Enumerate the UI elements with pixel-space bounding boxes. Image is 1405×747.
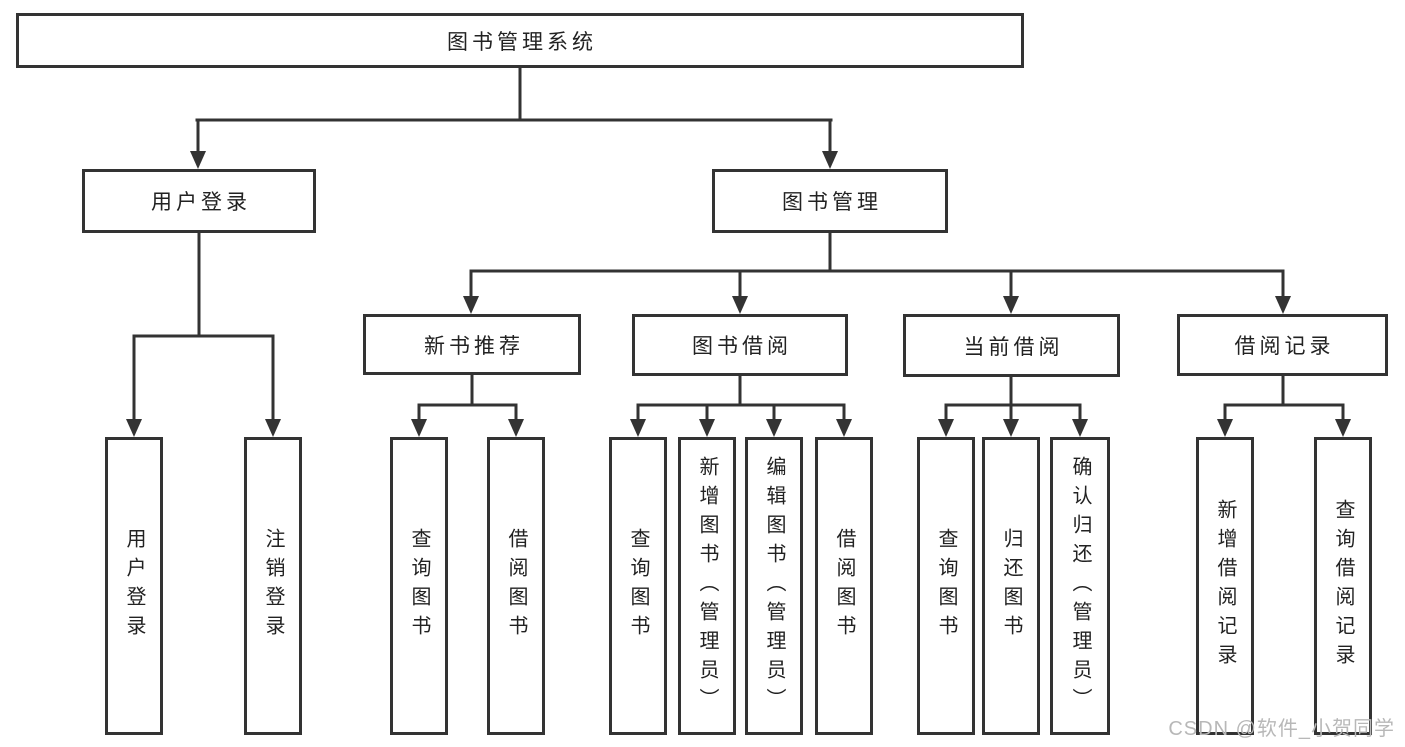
node-label: 新增图书（管理员）	[696, 455, 718, 717]
node-root-system: 图书管理系统	[16, 13, 1024, 68]
node-user-login: 用户登录	[82, 169, 316, 233]
leaf-add-books-admin: 新增图书（管理员）	[678, 437, 736, 735]
leaf-query-borrow-record: 查询借阅记录	[1314, 437, 1372, 735]
leaf-edit-books-admin: 编辑图书（管理员）	[745, 437, 803, 735]
node-book-management: 图书管理	[712, 169, 948, 233]
node-label: 图书借阅	[692, 335, 792, 358]
csdn-watermark: CSDN @软件_小贺同学	[1168, 718, 1395, 740]
node-label: 用户登录	[151, 191, 251, 214]
node-label: 归还图书	[1000, 528, 1022, 644]
arrowheads	[126, 151, 1351, 437]
node-label: 图书管理	[782, 191, 882, 214]
node-label: 借阅图书	[505, 528, 527, 644]
node-label: 查询图书	[627, 528, 649, 644]
node-label: 用户登录	[123, 528, 145, 644]
node-label: 借阅记录	[1234, 335, 1335, 358]
node-book-borrowing: 图书借阅	[632, 314, 848, 376]
node-borrow-records: 借阅记录	[1177, 314, 1388, 376]
node-label: 注销登录	[262, 528, 284, 644]
leaf-borrow-books-borrowing: 借阅图书	[815, 437, 873, 735]
leaf-query-books-newbooks: 查询图书	[390, 437, 448, 735]
leaf-confirm-return-admin: 确认归还（管理员）	[1050, 437, 1110, 735]
leaf-logout: 注销登录	[244, 437, 302, 735]
leaf-return-books: 归还图书	[982, 437, 1040, 735]
node-label: 新书推荐	[424, 334, 524, 358]
node-label: 查询图书	[935, 528, 957, 644]
leaf-user-login: 用户登录	[105, 437, 163, 735]
tree-edges	[132, 66, 1345, 424]
node-label: 查询借阅记录	[1332, 499, 1354, 673]
node-label: 确认归还（管理员）	[1069, 455, 1091, 717]
node-label: 新增借阅记录	[1214, 499, 1236, 673]
node-label: 当前借阅	[963, 335, 1064, 359]
leaf-query-books-current: 查询图书	[917, 437, 975, 735]
node-current-borrowing: 当前借阅	[903, 314, 1120, 377]
node-label: 查询图书	[408, 528, 430, 644]
node-new-book-recommend: 新书推荐	[363, 314, 581, 375]
node-label: 借阅图书	[833, 528, 855, 644]
leaf-query-books-borrowing: 查询图书	[609, 437, 667, 735]
leaf-add-borrow-record: 新增借阅记录	[1196, 437, 1254, 735]
leaf-borrow-books-newbooks: 借阅图书	[487, 437, 545, 735]
node-label: 编辑图书（管理员）	[763, 455, 785, 717]
node-label: 图书管理系统	[447, 30, 597, 54]
